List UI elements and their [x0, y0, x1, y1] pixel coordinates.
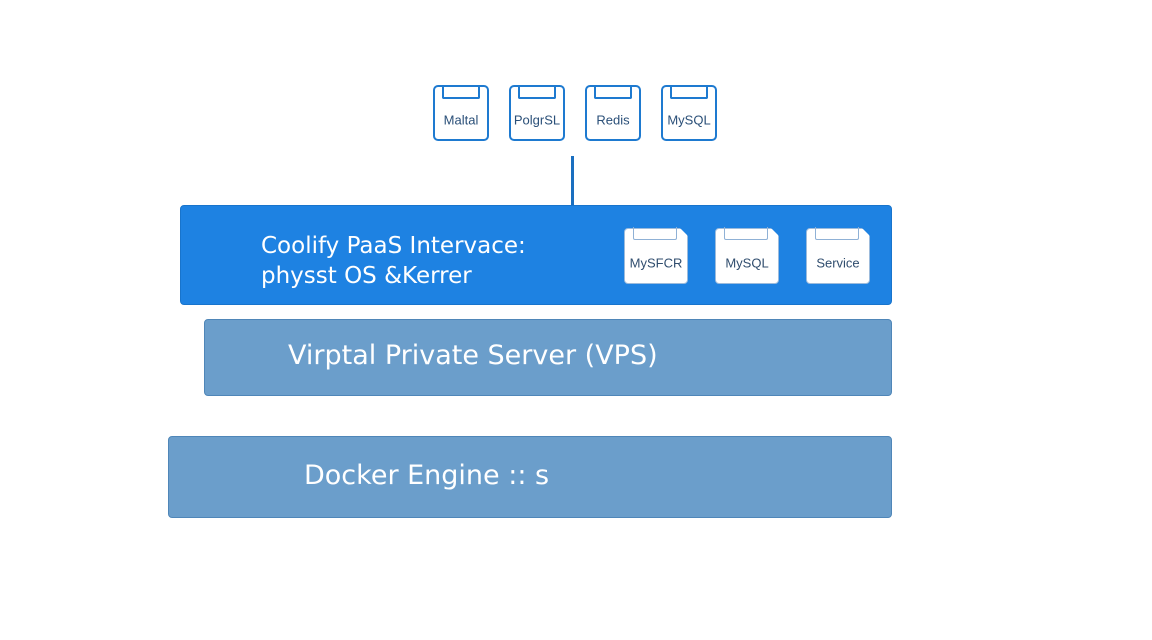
database-label: MySQL: [667, 112, 711, 128]
database-icon-cap: [670, 85, 708, 99]
paas-title-line1: Coolify PaaS Intervace:: [261, 233, 526, 259]
database-icon: Redis: [585, 85, 641, 141]
service-icon: MySFCR: [624, 227, 689, 284]
docker-layer: Docker Engine :: s: [168, 436, 892, 518]
database-label: PolgrSL: [513, 112, 561, 128]
service-label: Service: [816, 255, 860, 271]
database-icon-cap: [594, 85, 632, 99]
database-icon-cap: [442, 85, 480, 99]
paas-layer-title: Coolify PaaS Intervace: physst OS &Kerre…: [261, 231, 526, 291]
database-label: Redis: [596, 112, 630, 128]
vps-layer-label: Virptal Private Server (VPS): [288, 340, 658, 371]
service-icon: Service: [806, 227, 871, 284]
service-icon-cap: [724, 227, 768, 240]
docker-layer-label: Docker Engine :: s: [304, 460, 550, 491]
service-icon-cap: [633, 227, 677, 240]
database-icon: MySQL: [661, 85, 717, 141]
paas-layer: Coolify PaaS Intervace: physst OS &Kerre…: [180, 205, 892, 305]
service-icon-cap: [815, 227, 859, 240]
vps-layer: Virptal Private Server (VPS): [204, 319, 892, 396]
database-icon: PolgrSL: [509, 85, 565, 141]
service-label: MySFCR: [629, 255, 683, 271]
service-icon: MySQL: [715, 227, 780, 284]
database-icon-cap: [518, 85, 556, 99]
service-label: MySQL: [725, 255, 769, 271]
paas-title-line2: physst OS &Kerrer: [261, 263, 472, 289]
database-label: Maltal: [443, 112, 479, 128]
database-icon: Maltal: [433, 85, 489, 141]
connector-line: [571, 156, 574, 206]
